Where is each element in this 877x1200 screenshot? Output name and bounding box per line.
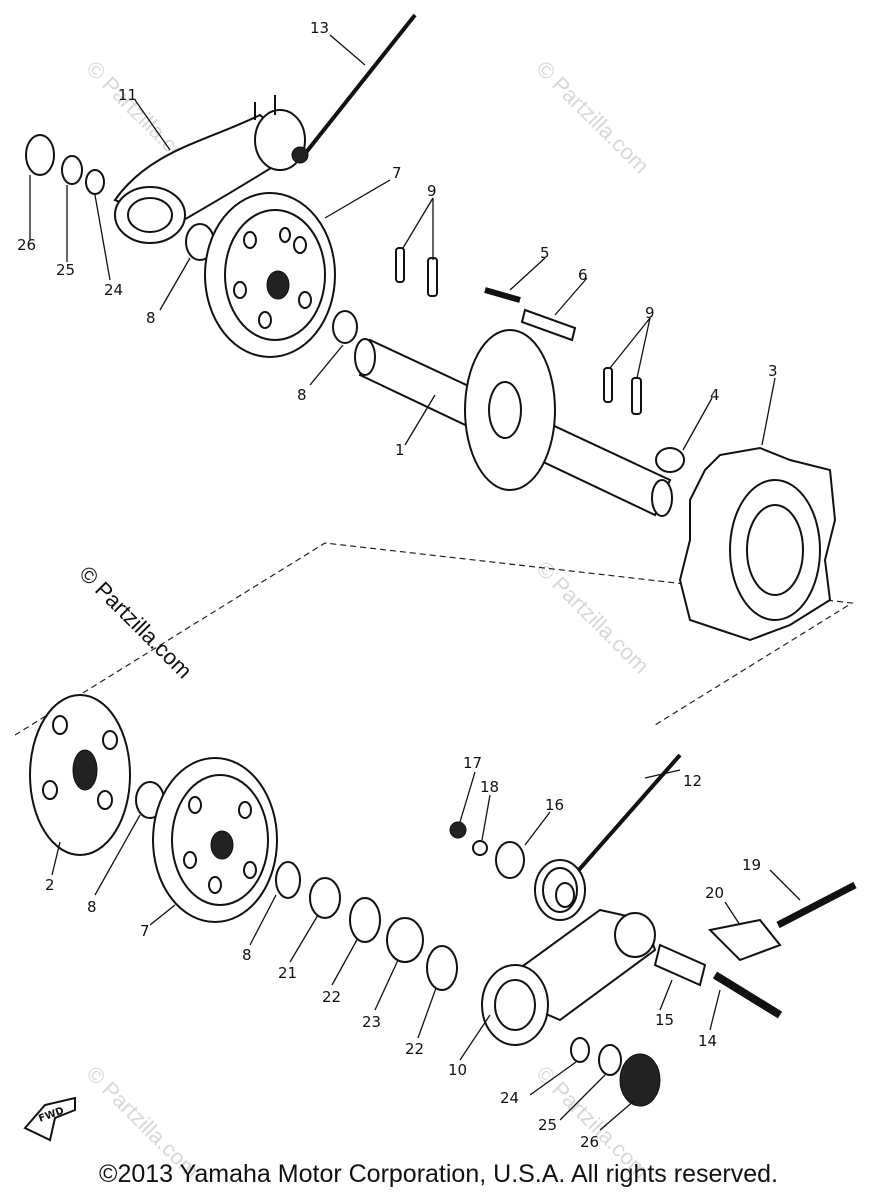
callout-20: 20	[705, 884, 724, 902]
callout-22: 22	[405, 1040, 424, 1058]
nut-25-upper	[61, 155, 83, 185]
callout-25: 25	[56, 261, 75, 279]
ring-26-upper	[25, 134, 55, 176]
hub-plate-2	[29, 694, 131, 856]
callout-17: 17	[463, 754, 482, 772]
callout-22: 22	[322, 988, 341, 1006]
callout-26: 26	[17, 236, 36, 254]
callout-24: 24	[500, 1089, 519, 1107]
bolt-19	[776, 881, 857, 929]
cap-26-lower	[619, 1053, 661, 1107]
collar-15	[653, 943, 707, 987]
callout-7: 7	[392, 164, 402, 182]
bearing-21	[309, 877, 341, 919]
circlip-22	[349, 897, 381, 943]
callout-8: 8	[297, 386, 307, 404]
callout-18: 18	[480, 778, 499, 796]
nut-17	[449, 821, 467, 839]
callout-numbers: 13 11 26 25 24 8 7 8 9 5 6 9 1 4 3 2 8 7…	[17, 19, 778, 1151]
bolt-14	[712, 971, 783, 1019]
plate-16	[495, 841, 525, 879]
fwd-arrow-icon: FWD	[23, 1096, 76, 1142]
arm-11	[113, 95, 309, 244]
callout-3: 3	[768, 362, 778, 380]
callout-21: 21	[278, 964, 297, 982]
pin-9	[603, 367, 613, 403]
watermark-main: © Partzilla.com	[74, 561, 197, 684]
watermark: © Partzilla.com	[531, 56, 654, 179]
stopper-20	[707, 918, 782, 962]
rod-13	[298, 13, 417, 162]
washer-18	[472, 840, 488, 856]
callout-24: 24	[104, 281, 123, 299]
wheel-7-lower	[152, 757, 278, 923]
pin-9	[395, 247, 405, 283]
callout-23: 23	[362, 1013, 381, 1031]
collar-4	[655, 447, 685, 473]
assembly-outline	[14, 542, 854, 736]
circlip-22	[426, 945, 458, 991]
spring-16	[534, 859, 586, 921]
callout-13: 13	[310, 19, 329, 37]
callout-8: 8	[146, 309, 156, 327]
leader-lines	[29, 34, 801, 1131]
callout-5: 5	[540, 244, 550, 262]
wheel-7-upper	[204, 192, 336, 358]
nut-25-lower	[598, 1044, 622, 1076]
pin-9	[427, 257, 438, 297]
copyright-notice: ©2013 Yamaha Motor Corporation, U.S.A. A…	[99, 1160, 778, 1188]
washer-24-upper	[85, 169, 105, 195]
callout-25: 25	[538, 1116, 557, 1134]
callout-9: 9	[427, 182, 437, 200]
plate-6	[520, 308, 577, 342]
callout-8: 8	[242, 946, 252, 964]
callout-19: 19	[742, 856, 761, 874]
washer-24-lower	[570, 1037, 590, 1063]
callout-11: 11	[118, 86, 137, 104]
bearing-23	[386, 917, 424, 963]
pin-9	[631, 377, 642, 415]
callout-14: 14	[698, 1032, 717, 1050]
callout-10: 10	[448, 1061, 467, 1079]
washer-8-lower-right	[275, 861, 301, 899]
washer-8-upper-right	[332, 310, 358, 344]
hub-plate-upper	[464, 329, 556, 491]
callout-4: 4	[710, 386, 720, 404]
rod-12	[568, 753, 682, 882]
arm-10	[481, 908, 657, 1046]
callout-1: 1	[395, 441, 405, 459]
callout-7: 7	[140, 922, 150, 940]
callout-8: 8	[87, 898, 97, 916]
callout-16: 16	[545, 796, 564, 814]
sprocket-3	[678, 446, 837, 642]
callout-6: 6	[578, 266, 588, 284]
callout-12: 12	[683, 772, 702, 790]
callout-26: 26	[580, 1133, 599, 1151]
bolt-5	[484, 287, 521, 303]
watermark: © Partzilla.com	[531, 556, 654, 679]
callout-2: 2	[45, 876, 55, 894]
callout-9: 9	[645, 304, 655, 322]
callout-15: 15	[655, 1011, 674, 1029]
